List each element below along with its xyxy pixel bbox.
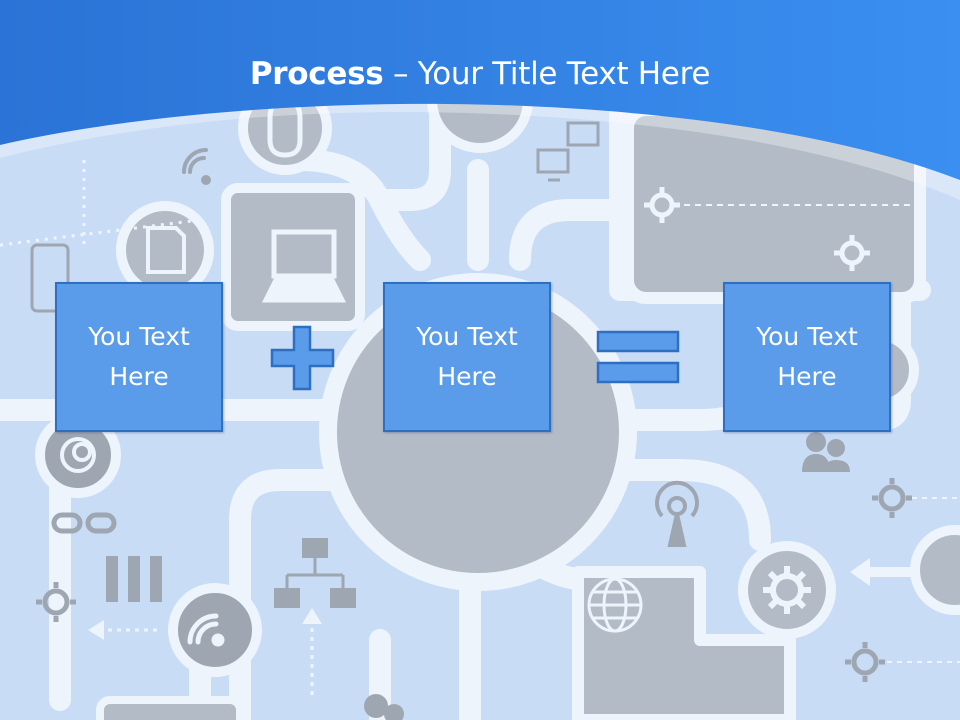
gear-icon-large [763,566,811,614]
text-box-left-label: You Text Here [88,322,190,391]
binders-icon [106,556,162,602]
wifi-circle [168,583,262,677]
gear-icon-panel-a [644,187,680,223]
gear-icon-panel-b [834,235,870,271]
text-box-left[interactable]: You Text Here [55,282,223,432]
document-icon [146,226,186,274]
laptop-icon [261,229,347,303]
laptop-tile [221,183,365,331]
spiral-icon [60,437,96,473]
globe-icon [587,577,643,633]
wifi-icon [187,613,225,647]
slide-title: Process – Your Title Text Here [0,52,960,96]
right-circle-bottom [910,525,960,615]
dashed-line-right [887,497,960,663]
text-box-center-label: You Text Here [416,322,518,391]
title-rest: Your Title Text Here [417,56,711,92]
text-box-center[interactable]: You Text Here [383,282,551,432]
monitors-icon [536,121,600,182]
antenna-icon [655,480,699,547]
equals-sign [596,330,680,384]
phone-icon [30,243,70,313]
text-box-right[interactable]: You Text Here [723,282,891,432]
connector-lines [0,89,931,720]
arrow-up-icon [302,608,322,700]
title-bold: Process [249,56,384,92]
bottom-tile [96,696,244,720]
gear-icon-bottom-right [845,642,885,682]
arrow-left-icon [88,620,160,640]
plus-sign [270,325,335,391]
hierarchy-icon [274,538,356,608]
title-dash: – [383,56,418,92]
arrow-left-icon-right [850,558,920,586]
bubbles-icon [364,694,404,720]
document-circle [116,201,214,299]
header-band [0,0,960,180]
gear-icon-small-right [872,478,912,518]
link-icon [51,512,117,534]
dashed-line-left [0,160,201,250]
gear-icon-small-left [36,582,76,622]
wifi-icon-small [182,148,211,185]
text-box-right-label: You Text Here [756,322,858,391]
panel-bottom [572,566,796,720]
gear-circle [738,541,836,639]
users-icon [802,432,850,472]
